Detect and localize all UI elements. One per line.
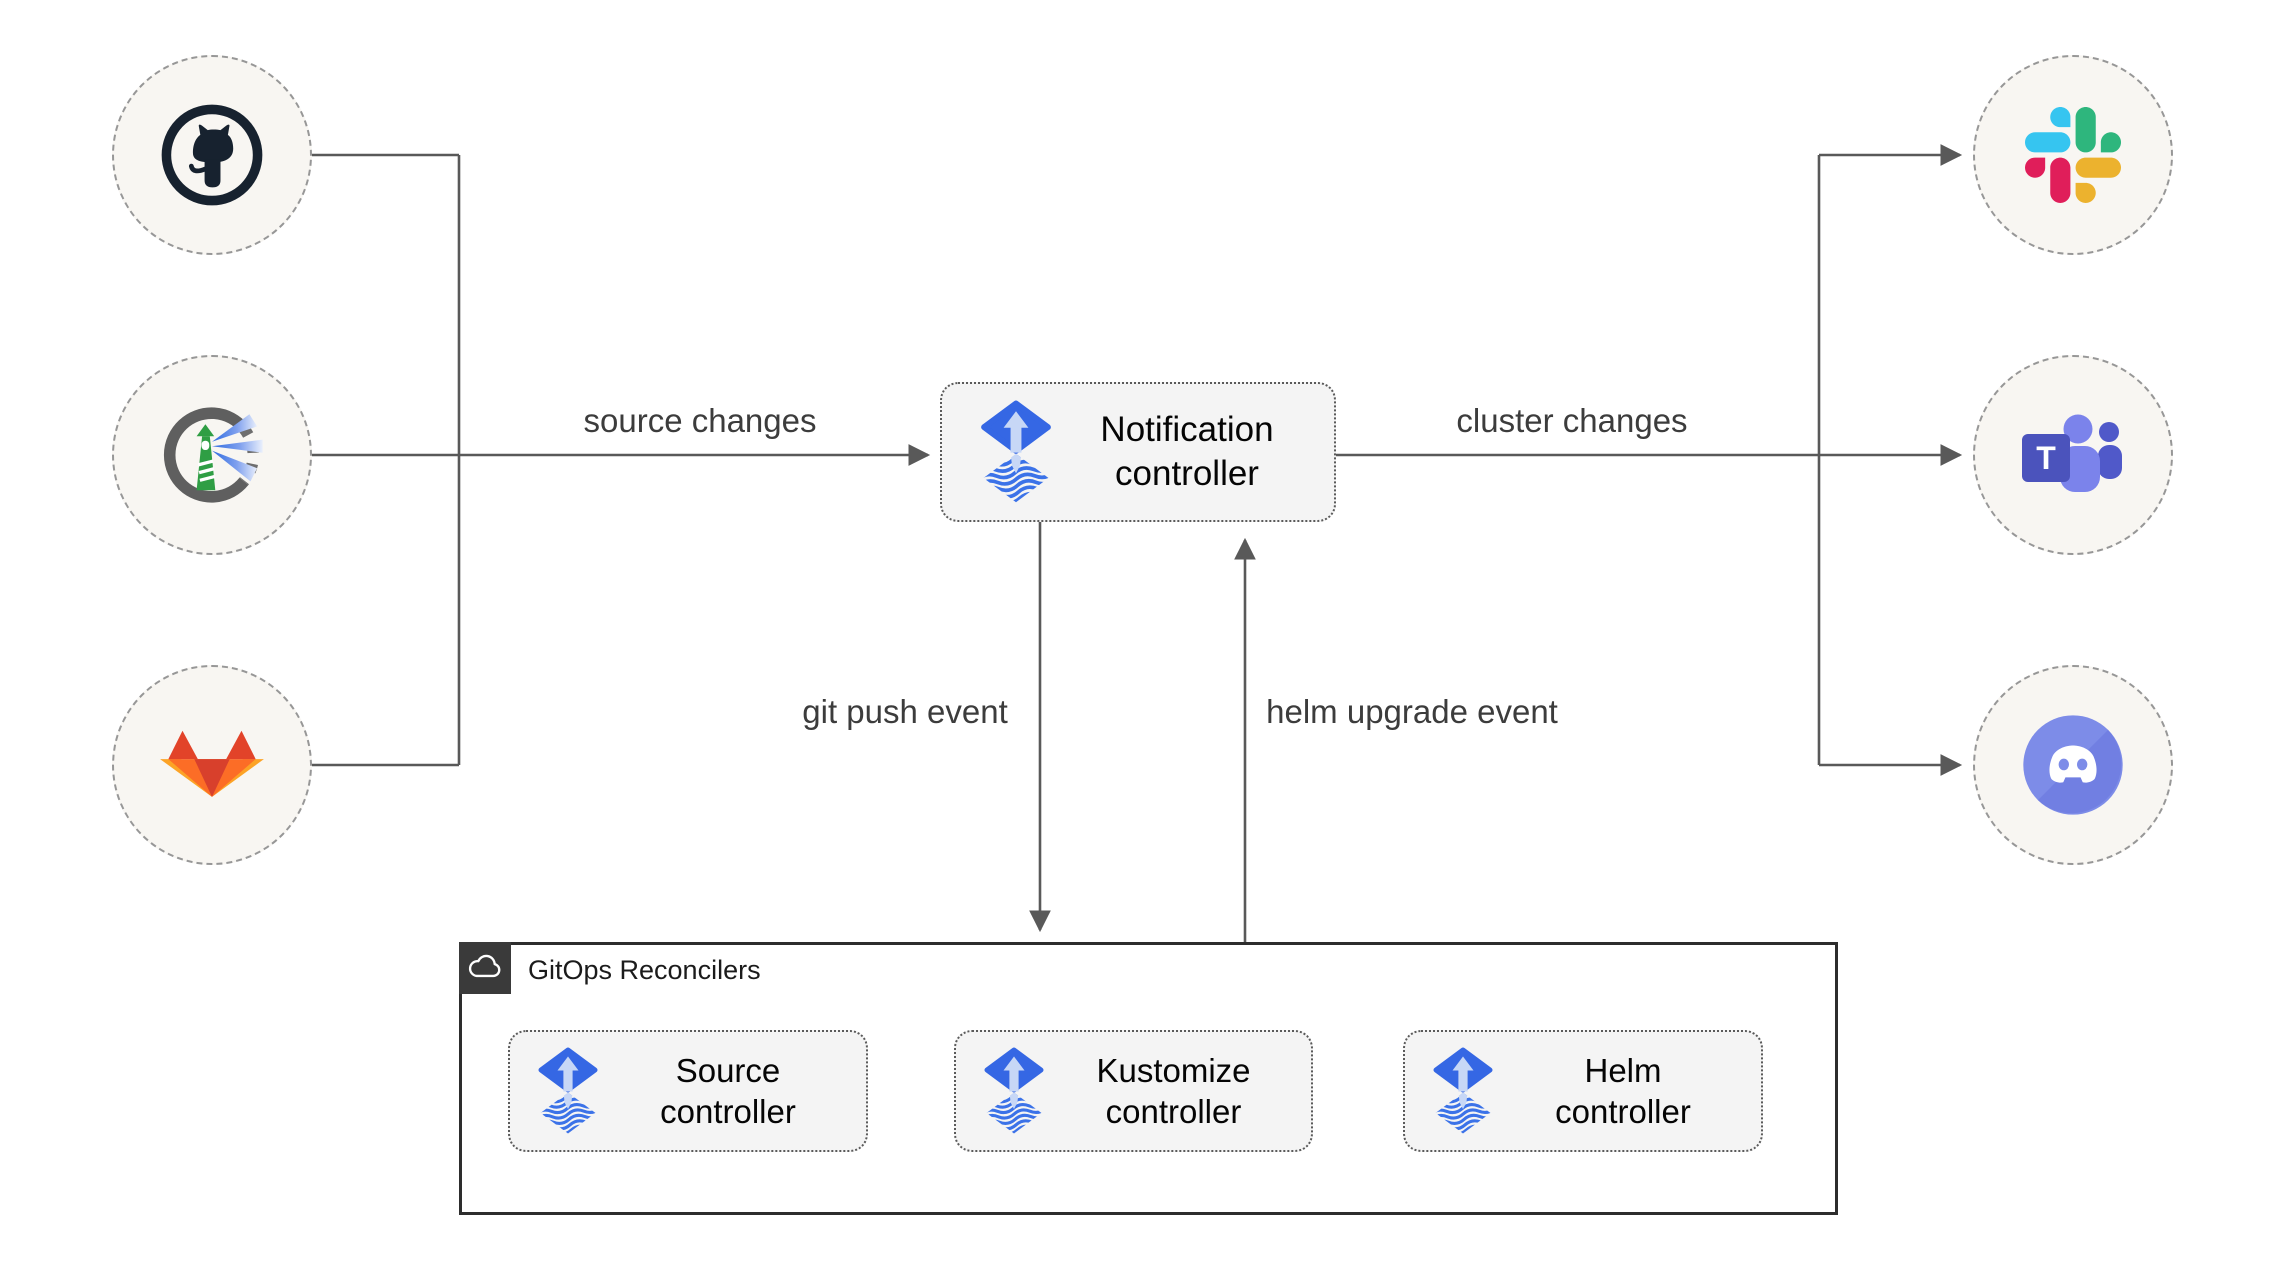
source-controller-box: Source controller xyxy=(508,1030,868,1152)
container-title: GitOps Reconcilers xyxy=(528,955,761,985)
helm-controller-box: Helm controller xyxy=(1403,1030,1763,1152)
connector-sources-trunk xyxy=(312,153,461,767)
flux-icon xyxy=(978,400,1054,504)
cloud-icon xyxy=(465,948,505,988)
discord-icon xyxy=(2019,711,2127,819)
node-discord xyxy=(1973,665,2173,865)
node-slack xyxy=(1973,55,2173,255)
slack-icon xyxy=(2025,107,2121,203)
kustomize-controller-box: Kustomize controller xyxy=(954,1030,1313,1152)
notification-controller-label: Notification controller xyxy=(1100,410,1274,493)
source-controller-label: Source controller xyxy=(660,1051,796,1130)
connector-targets-trunk xyxy=(1336,155,1821,765)
edge-label-source-changes: source changes xyxy=(583,402,817,439)
node-teams xyxy=(1973,355,2173,555)
gitlab-icon xyxy=(153,728,271,802)
github-icon xyxy=(159,102,265,208)
edge-label-git-push-event: git push event xyxy=(802,693,1008,730)
edge-label-cluster-changes: cluster changes xyxy=(1456,402,1688,439)
flux-icon xyxy=(536,1047,600,1135)
teams-icon xyxy=(2017,407,2129,503)
flux-icon xyxy=(1431,1047,1495,1135)
node-github xyxy=(112,55,312,255)
node-gitlab xyxy=(112,665,312,865)
helm-controller-label: Helm controller xyxy=(1555,1051,1691,1130)
kustomize-controller-label: Kustomize controller xyxy=(1096,1051,1251,1130)
flux-icon xyxy=(982,1047,1046,1135)
node-harbor xyxy=(112,355,312,555)
notification-controller-box: Notification controller xyxy=(940,382,1336,522)
container-header-badge xyxy=(459,942,511,994)
edge-label-helm-upgrade-event: helm upgrade event xyxy=(1266,693,1558,730)
harbor-icon xyxy=(157,400,267,510)
